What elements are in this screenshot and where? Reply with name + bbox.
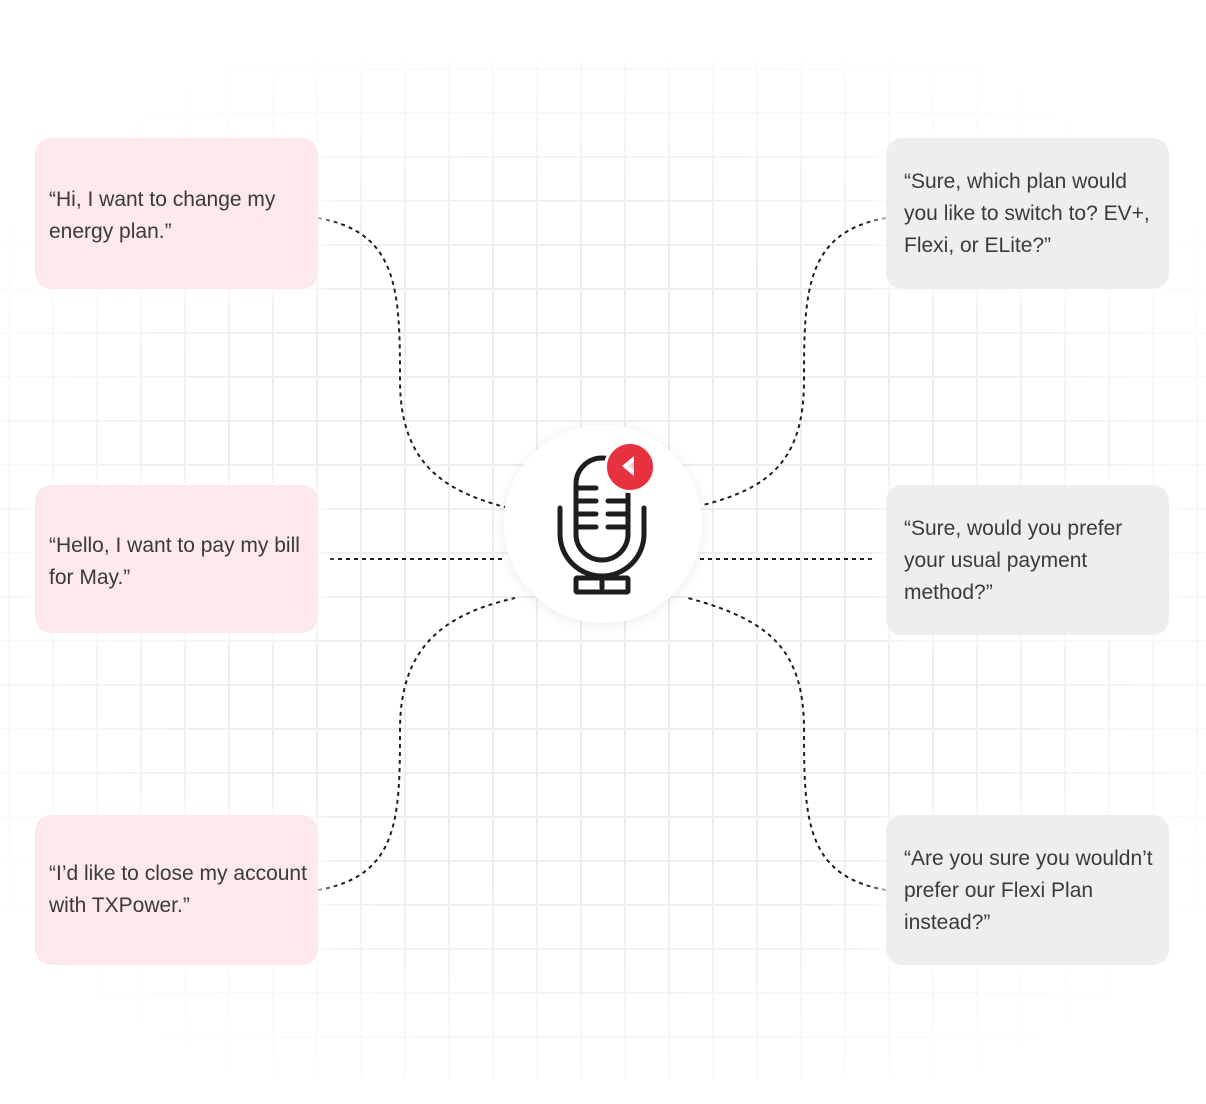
connector-agent-3: [687, 597, 887, 891]
agent-reply-retention-offer: “Are you sure you wouldn’t prefer our Fl…: [886, 815, 1169, 965]
microphone-icon: [557, 455, 647, 595]
connector-user-3: [317, 597, 516, 891]
user-message-change-plan: “Hi, I want to change my energy plan.”: [35, 138, 318, 289]
brand-logo-icon: [622, 456, 634, 476]
agent-reply-payment-method: “Sure, would you prefer your usual payme…: [886, 485, 1169, 635]
user-message-close-account: “I’d like to close my account with TXPow…: [35, 815, 318, 965]
agent-reply-plan-options: “Sure, which plan would you like to swit…: [886, 138, 1169, 289]
connector-agent-1: [702, 217, 887, 506]
connector-user-1: [317, 217, 506, 508]
user-message-pay-bill: “Hello, I want to pay my bill for May.”: [35, 485, 318, 633]
brand-badge: [604, 441, 656, 493]
